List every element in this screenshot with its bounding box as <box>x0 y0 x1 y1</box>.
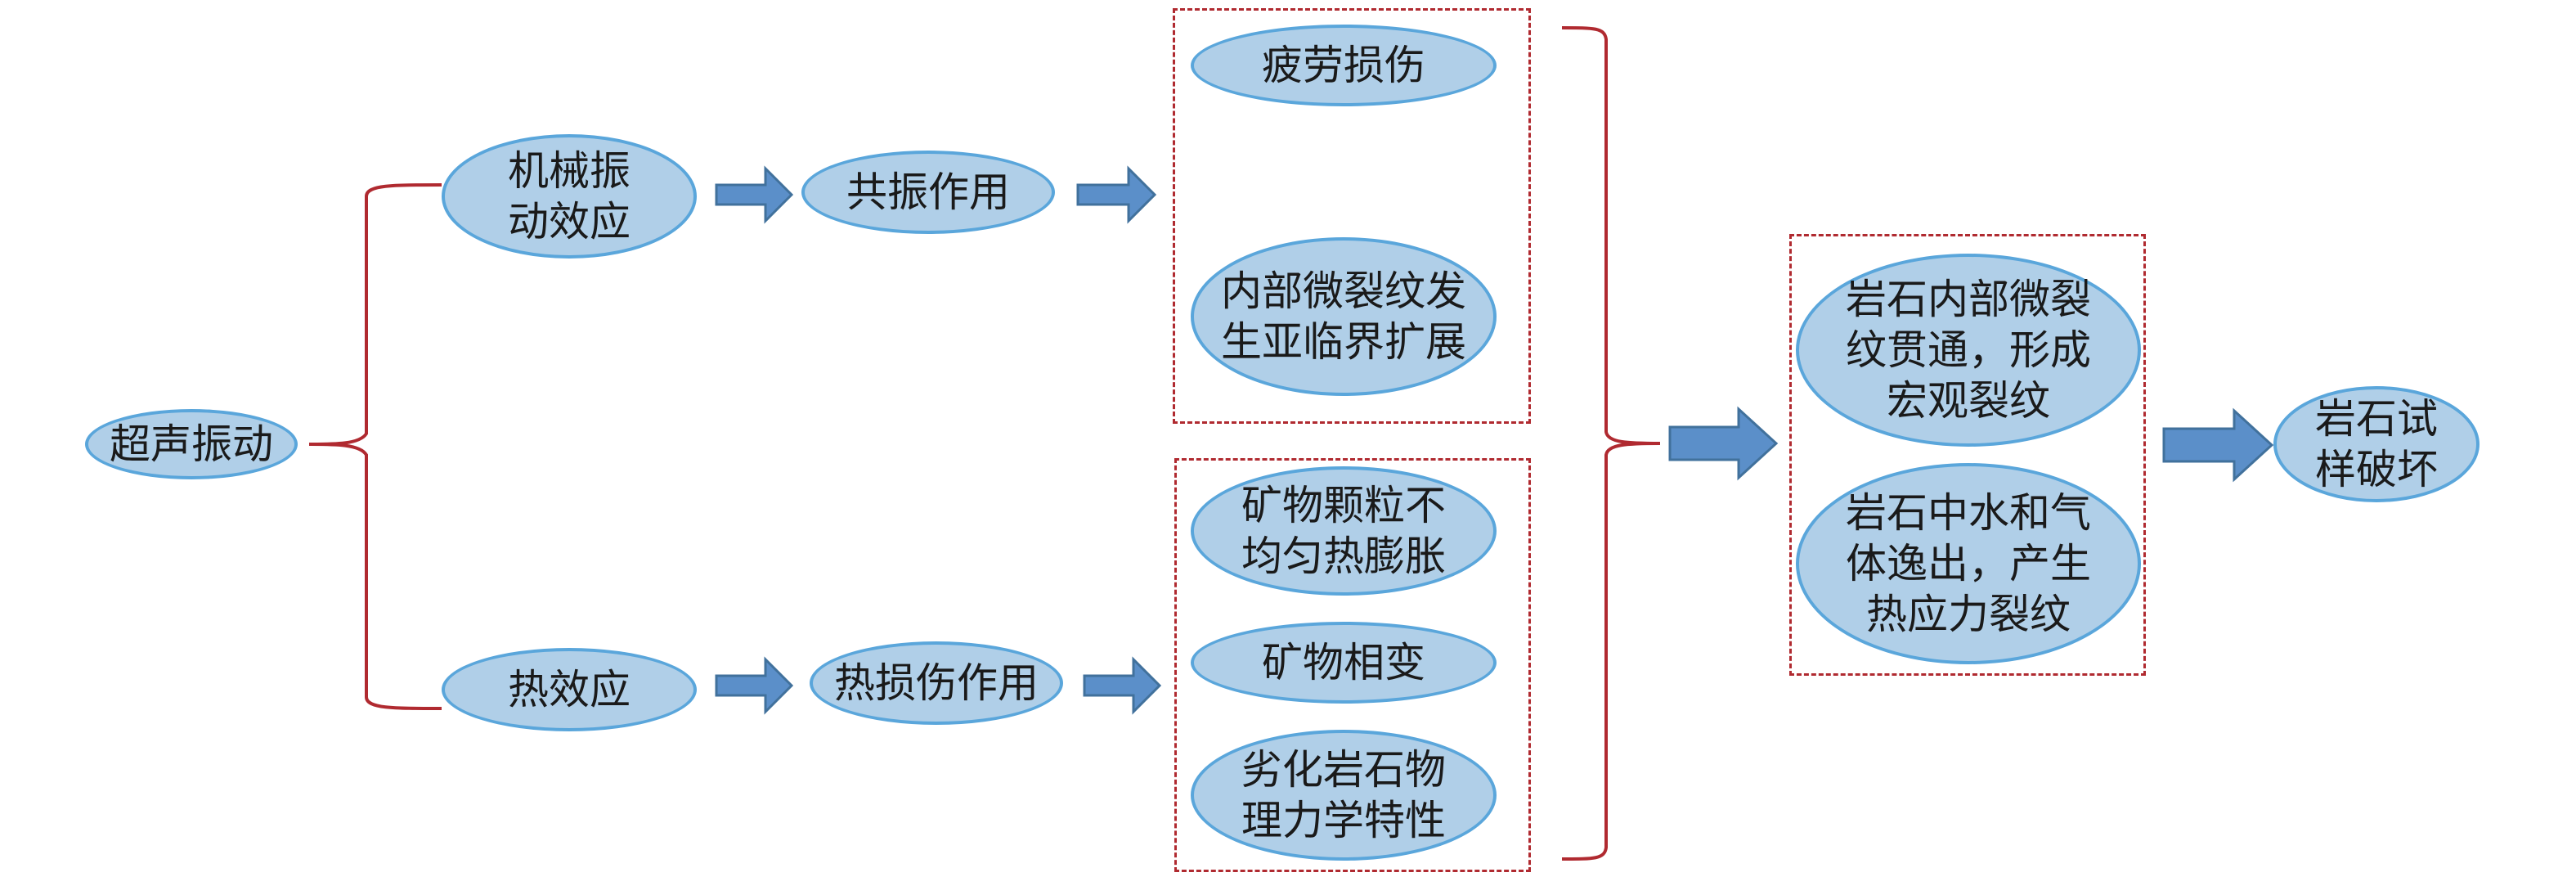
fatigue-damage-node: 疲劳损伤 <box>1191 25 1497 106</box>
thermal-results-group <box>1174 458 1531 872</box>
resonance-node: 共振作用 <box>801 151 1055 234</box>
arrow-icon <box>2162 407 2274 483</box>
macrocrack-node: 岩石内部微裂 纹贯通，形成 宏观裂纹 <box>1796 254 2141 447</box>
microcrack-propagation-node: 内部微裂纹发 生亚临界扩展 <box>1191 237 1497 396</box>
thermal-effect-node: 热效应 <box>442 648 697 731</box>
final-failure-node: 岩石试 样破坏 <box>2273 386 2480 502</box>
uneven-expansion-node: 矿物颗粒不 均匀热膨胀 <box>1191 466 1497 596</box>
thermal-stress-crack-node: 岩石中水和气 体逸出，产生 热应力裂纹 <box>1796 463 2141 664</box>
phase-change-node: 矿物相变 <box>1191 622 1497 704</box>
arrow-icon <box>715 165 794 224</box>
root-node: 超声振动 <box>85 409 298 479</box>
thermal-damage-node: 热损伤作用 <box>810 641 1063 725</box>
degradation-node: 劣化岩石物 理力学特性 <box>1191 730 1497 861</box>
arrow-icon <box>715 656 794 715</box>
mechanical-effect-node: 机械振 动效应 <box>442 134 697 259</box>
mechanical-results-group <box>1173 8 1531 424</box>
arrow-icon <box>1076 165 1157 224</box>
left-brace <box>308 183 442 710</box>
arrow-icon <box>1083 656 1162 715</box>
right-brace <box>1561 26 1661 861</box>
arrow-icon <box>1668 406 1779 481</box>
combined-results-group <box>1789 234 2146 676</box>
